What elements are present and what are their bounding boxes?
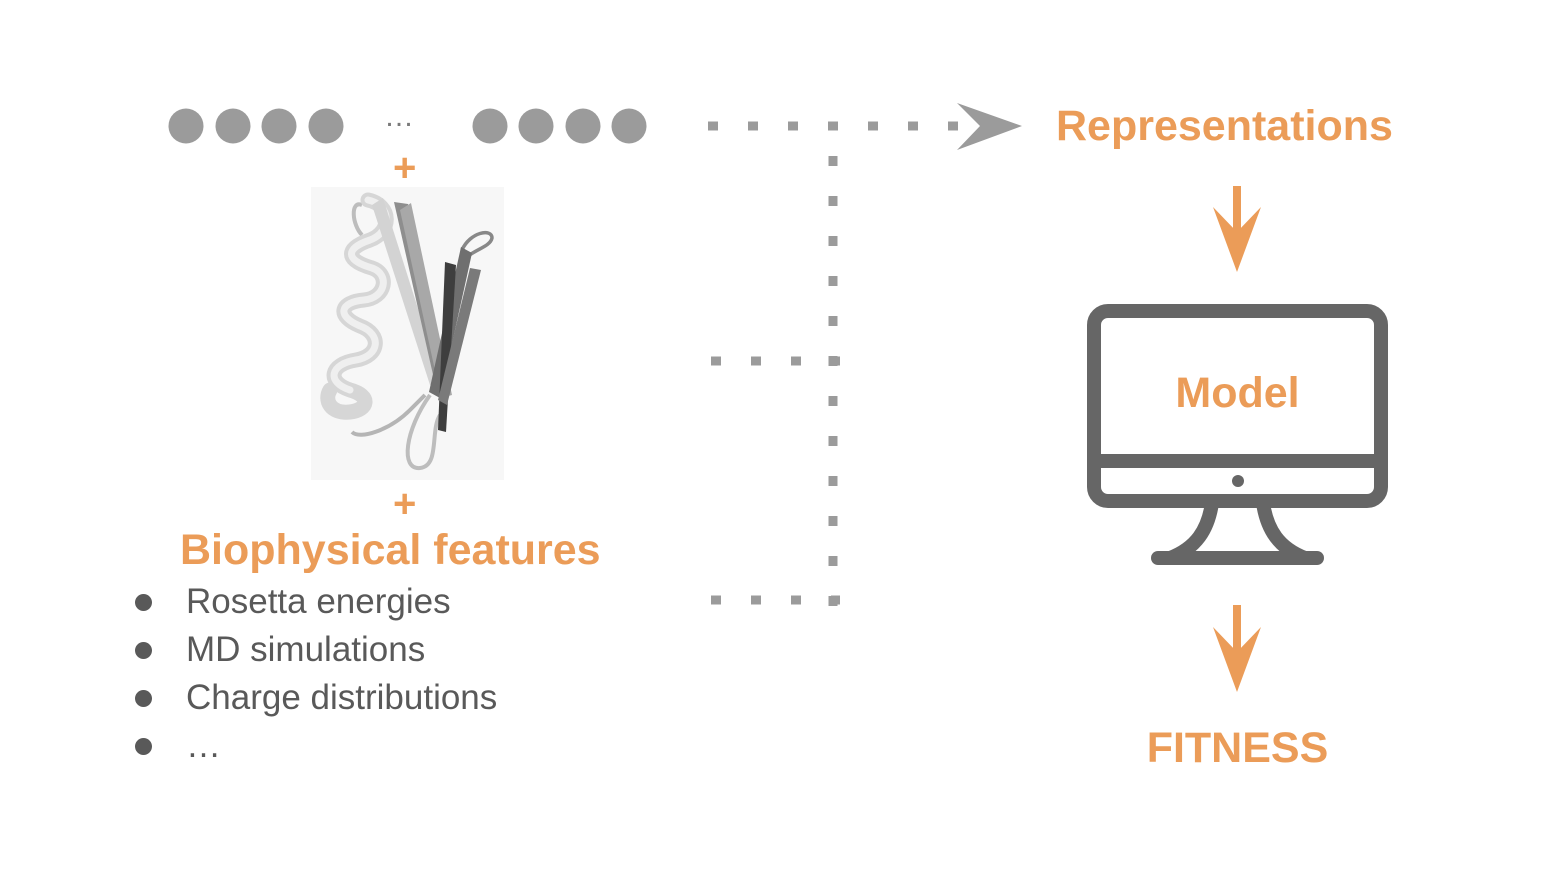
residue-dot bbox=[518, 108, 554, 144]
list-item: Charge distributions bbox=[130, 674, 497, 722]
list-item-label: Charge distributions bbox=[186, 678, 498, 717]
arrow-down-icon bbox=[1213, 186, 1261, 272]
residue-dot bbox=[565, 108, 601, 144]
bullet-icon bbox=[135, 594, 152, 611]
beta-strand bbox=[438, 268, 481, 405]
bullet-icon bbox=[135, 690, 152, 707]
arrow-head-right-icon bbox=[957, 103, 1022, 150]
list-item-label: MD simulations bbox=[186, 630, 426, 669]
biophysical-features-list: Rosetta energies MD simulations Charge d… bbox=[130, 578, 497, 770]
plus-sign-top: + bbox=[393, 146, 417, 190]
monitor-icon bbox=[1087, 304, 1388, 565]
dotted-connectors bbox=[708, 121, 968, 606]
residue-dot bbox=[308, 108, 344, 144]
beta-strand bbox=[372, 198, 440, 385]
model-label: Model bbox=[1175, 369, 1300, 417]
representations-label: Representations bbox=[1056, 102, 1393, 150]
residue-dot bbox=[472, 108, 508, 144]
sequence-ellipsis: … bbox=[384, 100, 415, 133]
bullet-icon bbox=[135, 738, 152, 755]
list-item: Rosetta energies bbox=[130, 578, 497, 626]
bullet-icon bbox=[135, 642, 152, 659]
biophysical-features-title: Biophysical features bbox=[180, 526, 601, 574]
list-item-label: Rosetta energies bbox=[186, 582, 451, 621]
residue-dot bbox=[261, 108, 297, 144]
list-item: MD simulations bbox=[130, 626, 497, 674]
residue-dot bbox=[611, 108, 647, 144]
residue-dot bbox=[168, 108, 204, 144]
list-item: … bbox=[130, 722, 497, 770]
plus-sign-bottom: + bbox=[393, 482, 417, 526]
arrow-down-icon bbox=[1213, 605, 1261, 692]
residue-dot bbox=[215, 108, 251, 144]
protein-structure-image bbox=[311, 187, 504, 480]
sequence-dots bbox=[168, 108, 647, 144]
monitor-power-dot bbox=[1232, 475, 1244, 487]
fitness-label: FITNESS bbox=[1146, 724, 1329, 772]
list-item-label: … bbox=[186, 726, 221, 765]
